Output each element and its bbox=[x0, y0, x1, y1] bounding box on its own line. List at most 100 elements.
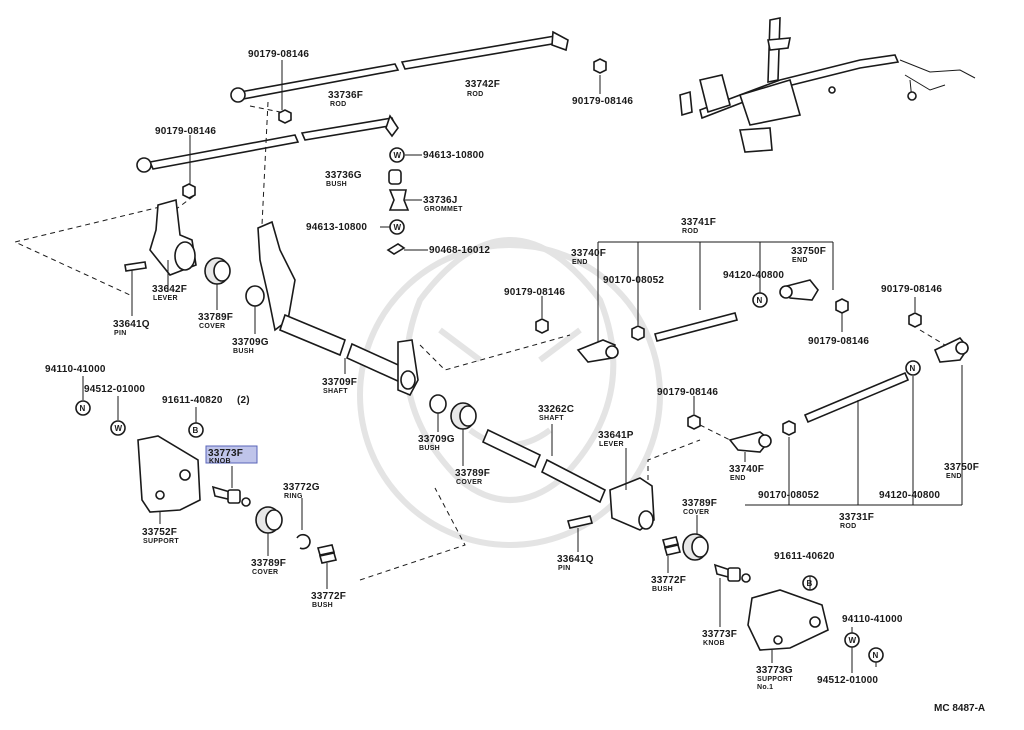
label-33772F-b-name: BUSH bbox=[652, 586, 673, 593]
dash-line-upper-left bbox=[261, 101, 269, 226]
svg-text:W: W bbox=[394, 223, 402, 232]
rod-33742F[interactable] bbox=[230, 30, 569, 103]
bolt-91611-40820[interactable]: B bbox=[188, 422, 204, 438]
bush-33772F-a[interactable] bbox=[316, 544, 338, 564]
bush-33736G[interactable] bbox=[388, 169, 402, 185]
support-33752F[interactable] bbox=[137, 435, 201, 513]
dash-line-lever-frame bbox=[13, 194, 196, 296]
nut-90179-08146-b[interactable] bbox=[593, 58, 607, 74]
rod-33736F[interactable] bbox=[136, 114, 399, 173]
rod-33731F[interactable] bbox=[803, 371, 910, 424]
label-33642F: 33642F bbox=[152, 284, 187, 295]
label-33709G-a-name: BUSH bbox=[233, 348, 254, 355]
nut-90179-08146-c[interactable] bbox=[182, 183, 196, 199]
label-33752F-name: SUPPORT bbox=[143, 538, 179, 545]
bush-33709G-b[interactable] bbox=[429, 394, 447, 414]
nut-90179-08146-g[interactable] bbox=[687, 414, 701, 430]
label-33736G-name: BUSH bbox=[326, 181, 347, 188]
bracket-33741F bbox=[597, 241, 834, 345]
end-33740F-a[interactable] bbox=[576, 339, 619, 363]
lever-33642F[interactable] bbox=[149, 198, 197, 276]
svg-text:B: B bbox=[193, 426, 199, 435]
label-33773G: 33773G bbox=[756, 665, 793, 676]
grommet-33736J[interactable] bbox=[388, 189, 410, 211]
label-90170-08052-a: 90170-08052 bbox=[603, 275, 664, 286]
dash-line-rod-left bbox=[249, 105, 281, 113]
ring-33772G[interactable] bbox=[296, 533, 311, 550]
label-33642F-name: LEVER bbox=[153, 295, 178, 302]
pin-33641Q-b[interactable] bbox=[566, 515, 594, 529]
label-33789F-c-name: COVER bbox=[456, 479, 482, 486]
lever-33641P[interactable] bbox=[609, 477, 655, 531]
label-33709G-b-name: BUSH bbox=[419, 445, 440, 452]
label-33262C: 33262C bbox=[538, 404, 574, 415]
washer-94512-01000-a[interactable]: W bbox=[110, 420, 126, 436]
end-33740F-b[interactable] bbox=[728, 431, 772, 453]
label-33736G: 33736G bbox=[325, 170, 362, 181]
highlight-box-33773F bbox=[205, 445, 258, 464]
clip-90468-16012[interactable] bbox=[386, 243, 406, 255]
cover-33789F-d[interactable] bbox=[682, 533, 709, 561]
dash-line-lower-frame bbox=[359, 487, 466, 581]
label-94110-41000-b: 94110-41000 bbox=[842, 614, 903, 625]
nut-94110-41000-b[interactable]: N bbox=[868, 647, 884, 663]
nut-90179-08146-e[interactable] bbox=[835, 298, 849, 314]
label-33740F-b-name: END bbox=[730, 475, 746, 482]
shaft-33262C[interactable] bbox=[481, 428, 607, 504]
nut-94120-40800-a[interactable]: N bbox=[752, 292, 768, 308]
dash-line-shaft-right bbox=[419, 334, 571, 371]
svg-text:N: N bbox=[757, 296, 763, 305]
end-33750F-a[interactable] bbox=[779, 279, 819, 301]
bush-33772F-b[interactable] bbox=[661, 536, 682, 556]
nut-90179-08146-f[interactable] bbox=[908, 312, 922, 328]
washer-94613-10800-b[interactable]: W bbox=[389, 219, 405, 235]
label-33789F-a-name: COVER bbox=[199, 323, 225, 330]
label-33773F-a-name: KNOB bbox=[209, 458, 231, 465]
nut-90179-08146-d[interactable] bbox=[535, 318, 549, 334]
end-33750F-b[interactable] bbox=[933, 337, 969, 363]
support-33773G[interactable] bbox=[747, 589, 829, 651]
label-33709G-a: 33709G bbox=[232, 337, 269, 348]
label-33789F-d: 33789F bbox=[682, 498, 717, 509]
pin-33641Q-a[interactable] bbox=[124, 261, 147, 272]
cover-33789F-c[interactable] bbox=[450, 402, 477, 430]
label-33750F-a: 33750F bbox=[791, 246, 826, 257]
label-94512-01000-b: 94512-01000 bbox=[817, 675, 878, 686]
nut-90170-08052-b[interactable] bbox=[782, 420, 796, 436]
washer-94512-01000-b[interactable]: W bbox=[844, 632, 860, 648]
nut-90170-08052-a[interactable] bbox=[631, 325, 645, 341]
label-33740F-b: 33740F bbox=[729, 464, 764, 475]
bush-33709G-a[interactable] bbox=[245, 285, 265, 307]
knob-33773F-b[interactable] bbox=[713, 563, 751, 583]
label-33773G-name: SUPPORT bbox=[757, 676, 793, 683]
rod-33741F[interactable] bbox=[654, 312, 738, 342]
label-33641Q-a-name: PIN bbox=[114, 330, 127, 337]
label-33789F-d-name: COVER bbox=[683, 509, 709, 516]
shaft-33709F[interactable] bbox=[257, 220, 419, 397]
label-33709F: 33709F bbox=[322, 377, 357, 388]
label-33262C-name: SHAFT bbox=[539, 415, 564, 422]
label-33731F-name: ROD bbox=[840, 523, 856, 530]
knob-33773F-a[interactable] bbox=[211, 485, 251, 507]
nut-94110-41000-a[interactable]: N bbox=[75, 400, 91, 416]
cover-33789F-a[interactable] bbox=[204, 257, 231, 285]
label-91611-40820-qty: (2) bbox=[237, 395, 250, 406]
nut-90179-08146-a[interactable] bbox=[278, 109, 292, 124]
nut-94120-40800-b[interactable]: N bbox=[905, 360, 921, 376]
label-33641P: 33641P bbox=[598, 430, 634, 441]
svg-text:W: W bbox=[115, 424, 123, 433]
label-33742F: 33742F bbox=[465, 79, 500, 90]
label-94613-10800-a: 94613-10800 bbox=[423, 150, 484, 161]
cover-33789F-b[interactable] bbox=[255, 506, 283, 534]
washer-94613-10800-a[interactable]: W bbox=[389, 147, 405, 163]
part-labels: 90179-08146 33742F ROD 90179-08146 33736… bbox=[45, 49, 985, 714]
label-33773G-name2: No.1 bbox=[757, 684, 773, 691]
label-33641Q-b-name: PIN bbox=[558, 565, 571, 572]
label-33641Q-a: 33641Q bbox=[113, 319, 150, 330]
label-33641Q-b: 33641Q bbox=[557, 554, 594, 565]
label-33772F-a-name: BUSH bbox=[312, 602, 333, 609]
label-33752F: 33752F bbox=[142, 527, 177, 538]
svg-text:N: N bbox=[80, 404, 86, 413]
label-33772F-b: 33772F bbox=[651, 575, 686, 586]
label-33731F: 33731F bbox=[839, 512, 874, 523]
